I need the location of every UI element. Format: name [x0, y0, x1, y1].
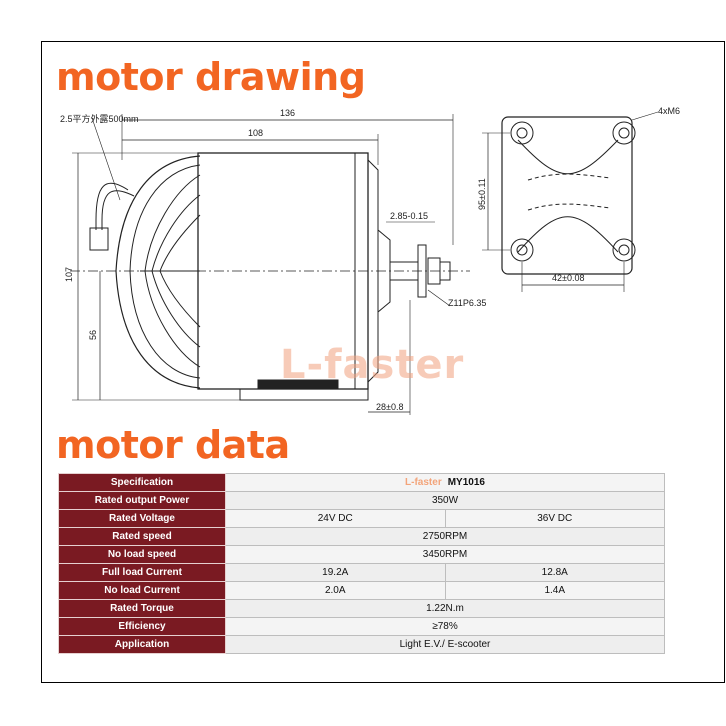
dim-foot-width: 28±0.8 — [376, 402, 403, 412]
row-value-24v: 19.2A — [225, 563, 446, 582]
dim-bolts: 4xM6 — [658, 106, 680, 116]
dim-wire: 2.5平方外露500mm — [60, 113, 139, 124]
table-row: Efficiency ≥78% — [58, 617, 665, 636]
row-value: ≥78% — [225, 617, 665, 636]
page-frame — [41, 41, 725, 683]
table-row: Full load Current 19.2A 12.8A — [58, 563, 665, 582]
motor-drawing-heading: motor drawing — [56, 55, 366, 99]
dim-bolt-vertical: 95±0.11 — [477, 178, 487, 210]
table-row: Specification L-faster MY1016 — [58, 473, 665, 492]
table-row: Rated speed 2750RPM — [58, 527, 665, 546]
motor-data-heading: motor data — [56, 423, 290, 467]
row-value-36v: 1.4A — [444, 581, 665, 600]
row-value: 3450RPM — [225, 545, 665, 564]
dim-body-length: 108 — [248, 128, 263, 138]
row-label: Rated Torque — [58, 599, 226, 618]
dim-bolt-horizontal: 42±0.08 — [552, 273, 584, 283]
row-label: No load Current — [58, 581, 226, 600]
row-value: 2750RPM — [225, 527, 665, 546]
row-label: Rated output Power — [58, 491, 226, 510]
row-label: Application — [58, 635, 226, 654]
spec-table: Specification L-faster MY1016 Rated outpu… — [58, 473, 665, 654]
dim-height: 107 — [64, 267, 74, 282]
table-row: Rated Torque 1.22N.m — [58, 599, 665, 618]
row-value: Light E.V./ E-scooter — [225, 635, 665, 654]
row-label: No load speed — [58, 545, 226, 564]
row-value-24v: 2.0A — [225, 581, 446, 600]
table-row: Application Light E.V./ E-scooter — [58, 635, 665, 654]
dim-keyway: 2.85-0.15 — [390, 211, 428, 221]
row-value: 1.22N.m — [225, 599, 665, 618]
table-row: No load speed 3450RPM — [58, 545, 665, 564]
dim-sprocket: Z11P6.35 — [448, 298, 486, 308]
row-value: 350W — [225, 491, 665, 510]
watermark-logo: L-faster — [280, 342, 465, 388]
brand-watermark: L-faster — [405, 477, 442, 488]
row-label: Rated Voltage — [58, 509, 226, 528]
row-value-24v: 24V DC — [225, 509, 446, 528]
model-name: MY1016 — [447, 477, 485, 488]
table-row: Rated output Power 350W — [58, 491, 665, 510]
row-label: Specification — [58, 473, 226, 492]
row-label: Efficiency — [58, 617, 226, 636]
table-row: Rated Voltage 24V DC 36V DC — [58, 509, 665, 528]
dim-overall-length: 136 — [280, 108, 295, 118]
row-value-36v: 36V DC — [444, 509, 665, 528]
row-value-36v: 12.8A — [444, 563, 665, 582]
row-label: Full load Current — [58, 563, 226, 582]
table-row: No load Current 2.0A 1.4A — [58, 581, 665, 600]
dim-center-height: 56 — [88, 330, 98, 340]
row-label: Rated speed — [58, 527, 226, 546]
spec-value: L-faster MY1016 — [225, 473, 665, 492]
